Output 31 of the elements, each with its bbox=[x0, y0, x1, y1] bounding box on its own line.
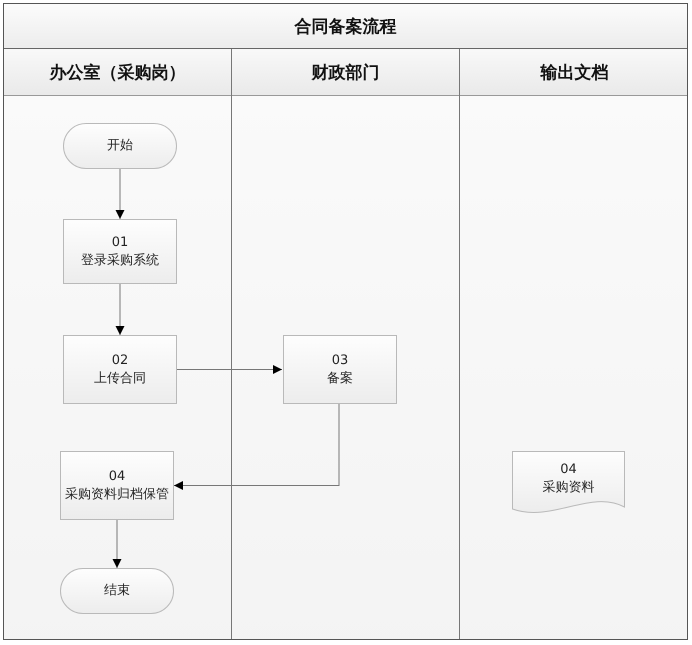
process-box bbox=[60, 451, 174, 520]
swimlane bbox=[4, 49, 231, 639]
arrow bbox=[176, 365, 282, 374]
node-label: 备案 bbox=[327, 370, 353, 388]
node-label: 采购资料归档保管 bbox=[65, 486, 169, 504]
node-label: 上传合同 bbox=[94, 370, 146, 388]
node-label: 01 bbox=[112, 234, 128, 252]
node-label: 02 bbox=[112, 352, 128, 370]
node-label: 04 bbox=[560, 461, 577, 479]
node-label: 采购资料 bbox=[542, 478, 594, 496]
arrow bbox=[116, 284, 124, 336]
swimlane-pool bbox=[3, 3, 688, 640]
node-label: 登录采购系统 bbox=[81, 252, 159, 270]
process-box bbox=[283, 335, 397, 404]
node-label: 开始 bbox=[107, 137, 133, 155]
lane-header: 财政部门 bbox=[312, 62, 380, 84]
terminal-shape bbox=[60, 568, 174, 614]
pool-header: 合同备案流程 bbox=[294, 16, 396, 38]
arrow bbox=[116, 168, 124, 220]
terminal-shape bbox=[63, 123, 177, 169]
arrow bbox=[174, 404, 340, 490]
swimlane bbox=[459, 49, 687, 639]
swimlane bbox=[231, 49, 459, 639]
node-label: 04 bbox=[108, 468, 126, 486]
lane-header: 办公室（采购岗） bbox=[50, 62, 186, 84]
node-label: 结束 bbox=[104, 582, 130, 600]
lane-header: 输出文档 bbox=[540, 62, 608, 84]
process-box bbox=[63, 335, 177, 404]
node-label: 03 bbox=[332, 352, 348, 370]
arrow bbox=[112, 520, 122, 568]
process-box bbox=[63, 219, 177, 284]
